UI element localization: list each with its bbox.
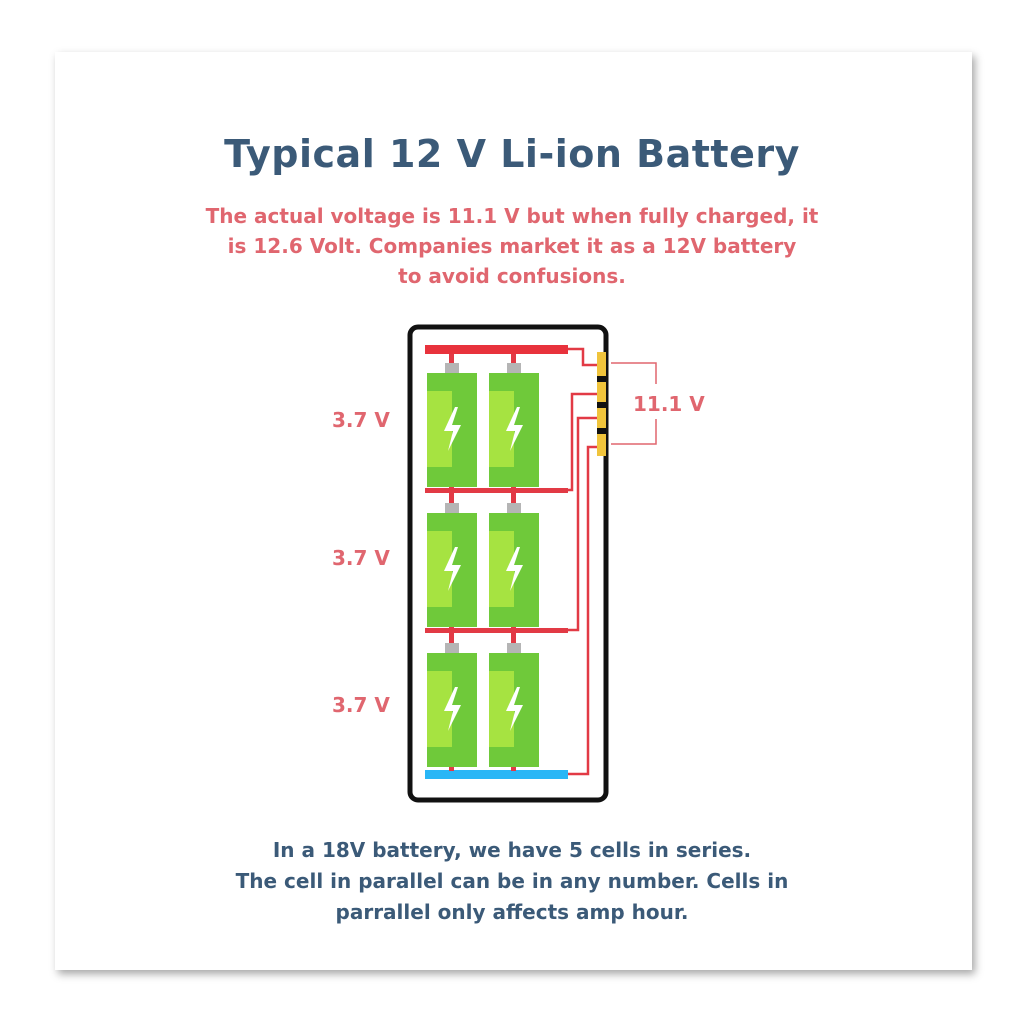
footer-line: In a 18V battery, we have 5 cells in ser… (272, 838, 752, 862)
balance-connector (597, 352, 606, 456)
cell-group-3 (427, 643, 539, 767)
group-voltage-label-1: 3.7 V (332, 408, 390, 432)
lightning-bolt-icon (506, 407, 523, 451)
footer-text: In a 18V battery, we have 5 cells in ser… (160, 835, 864, 928)
group-voltage-label-2: 3.7 V (332, 546, 390, 570)
battery-pack-frame (407, 324, 609, 803)
positive-bus-bar (425, 345, 568, 354)
footer-line: parrallel only affects amp hour. (335, 900, 689, 924)
battery-cell (489, 363, 539, 487)
footer-line: The cell in parallel can be in any numbe… (235, 869, 789, 893)
subtitle-line: is 12.6 Volt. Companies market it as a 1… (227, 234, 797, 258)
battery-cell (489, 643, 539, 767)
battery-cell (427, 503, 477, 627)
total-voltage-bracket (611, 362, 657, 445)
lightning-bolt-icon (444, 687, 461, 731)
lightning-bolt-icon (444, 547, 461, 591)
battery-cell (427, 643, 477, 767)
cell-group-1 (427, 363, 539, 487)
negative-bus-bar (425, 770, 568, 779)
lightning-bolt-icon (444, 407, 461, 451)
battery-cell (489, 503, 539, 627)
page-title: Typical 12 V Li-ion Battery (224, 132, 800, 176)
subtitle-text: The actual voltage is 11.1 V but when fu… (160, 201, 864, 291)
total-voltage-label: 11.1 V (633, 392, 705, 416)
lightning-bolt-icon (506, 687, 523, 731)
series-link-1 (425, 488, 568, 493)
subtitle-line: The actual voltage is 11.1 V but when fu… (205, 204, 819, 228)
series-link-2 (425, 628, 568, 633)
cell-group-2 (427, 503, 539, 627)
lightning-bolt-icon (506, 547, 523, 591)
subtitle-line: to avoid confusions. (398, 264, 626, 288)
battery-cell (427, 363, 477, 487)
group-voltage-label-3: 3.7 V (332, 693, 390, 717)
balance-wires (568, 347, 598, 776)
